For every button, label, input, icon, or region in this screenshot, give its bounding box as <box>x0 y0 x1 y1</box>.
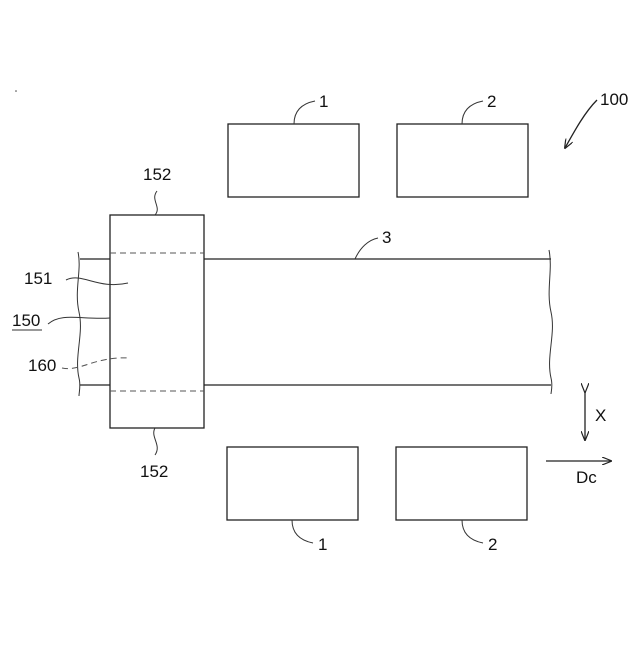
leader-1-top <box>294 101 315 124</box>
unit-1-bottom-box <box>227 447 358 520</box>
leader-151 <box>66 278 128 285</box>
unit-1-bottom-label: 1 <box>318 535 327 554</box>
leader-152-top <box>155 191 158 215</box>
leader-160 <box>62 358 130 369</box>
unit-2-top-label: 2 <box>487 92 496 111</box>
dc-direction-label: Dc <box>576 468 597 487</box>
part-152-top-label: 152 <box>143 165 171 184</box>
part-150-label: 150 <box>12 311 40 330</box>
member-152-block <box>110 215 204 428</box>
left-strip-break <box>77 252 80 396</box>
unit-1-top-box <box>228 124 359 197</box>
strip-break-right <box>549 250 552 394</box>
part-152-bottom-label: 152 <box>140 462 168 481</box>
unit-2-bottom-label: 2 <box>488 535 497 554</box>
unit-2-top-box <box>397 124 528 197</box>
leader-152-bottom <box>154 428 158 455</box>
leader-3 <box>355 238 378 259</box>
leader-1-bottom <box>292 520 313 543</box>
part-151-label: 151 <box>24 269 52 288</box>
leader-150 <box>48 317 110 324</box>
unit-2-bottom-box <box>396 447 527 520</box>
part-160-label: 160 <box>28 356 56 375</box>
leader-2-bottom <box>462 520 483 543</box>
strip-label: 3 <box>382 228 391 247</box>
ref-100-label: 100 <box>600 90 628 109</box>
ref-100-arrow <box>565 100 597 148</box>
unit-1-top-label: 1 <box>319 92 328 111</box>
stray-dot <box>15 90 17 92</box>
leader-2-top <box>462 101 483 124</box>
x-axis-label: X <box>595 406 606 425</box>
